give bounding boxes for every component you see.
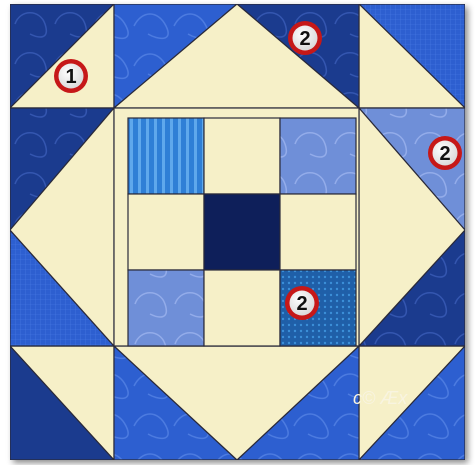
nine-patch-square <box>204 194 280 270</box>
maker-logo: c© Æx <box>353 388 408 408</box>
nine-patch-square <box>204 270 280 346</box>
marker-label: 2 <box>439 143 450 165</box>
nine-patch-square <box>128 118 204 194</box>
marker-label: 2 <box>296 293 307 315</box>
numbered-marker-icon: 2 <box>428 136 462 170</box>
nine-patch-square <box>204 118 280 194</box>
marker-label: 1 <box>65 66 76 88</box>
numbered-marker-icon: 1 <box>54 59 88 93</box>
nine-patch-square <box>280 118 356 194</box>
nine-patch-square <box>128 270 204 346</box>
nine-patch-square <box>280 194 356 270</box>
numbered-marker-icon: 2 <box>288 21 322 55</box>
quilt-block-frame: 1 2 2 2 c© Æx <box>10 4 465 460</box>
quilt-block: 1 2 2 2 c© Æx <box>10 4 465 460</box>
numbered-marker-icon: 2 <box>285 286 319 320</box>
marker-label: 2 <box>299 28 310 50</box>
nine-patch-square <box>128 194 204 270</box>
